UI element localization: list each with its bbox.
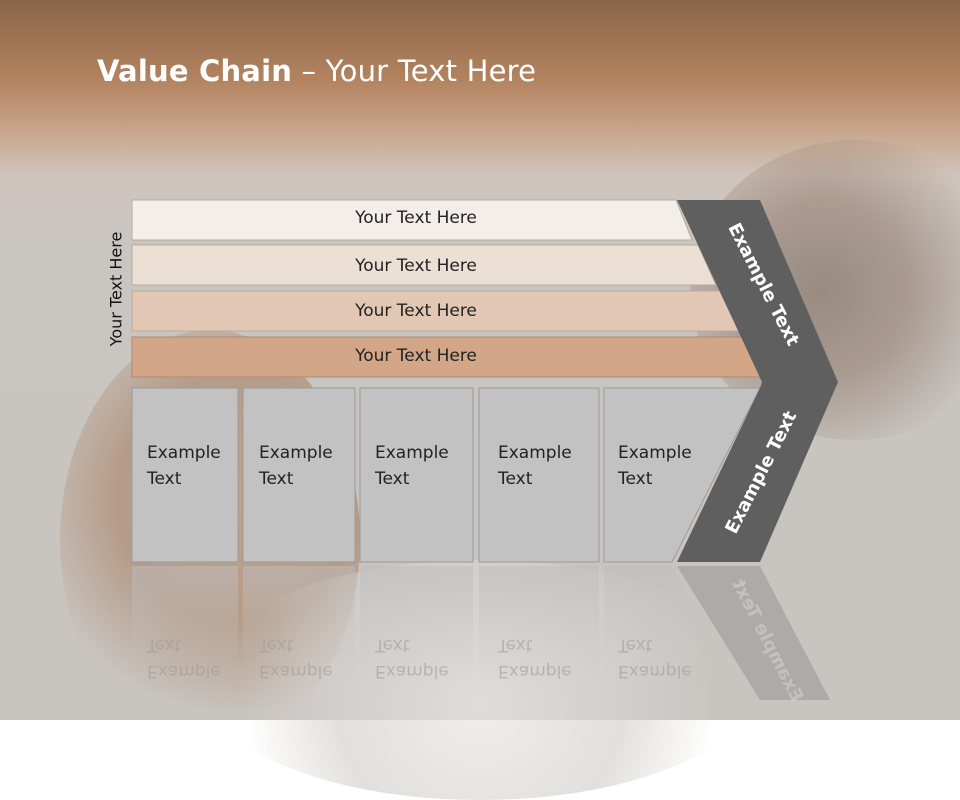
title-bold: Value Chain: [97, 54, 293, 88]
row-bar-2[interactable]: [131, 244, 717, 286]
reflection-line: Text: [147, 635, 182, 655]
activity-label-line: Text: [259, 469, 294, 489]
activity-box-3[interactable]: [359, 387, 474, 563]
activity-box-5[interactable]: [603, 387, 761, 563]
box-reflection: [243, 566, 355, 686]
reflection-line: Example: [498, 661, 572, 681]
reflection-line: Example: [259, 661, 333, 681]
activity-box-4[interactable]: [478, 387, 600, 563]
box-reflection: [132, 566, 238, 686]
margin-chevron[interactable]: [677, 200, 838, 562]
activity-box-2[interactable]: [242, 387, 356, 563]
activity-label-line: Example: [147, 443, 221, 463]
activity-label-line: Example: [618, 443, 692, 463]
activity-label-line: Text: [147, 469, 182, 489]
activity-label-3: Example Text: [375, 440, 449, 492]
activity-label-2: Example Text: [259, 440, 333, 492]
chevron-reflection: [677, 566, 830, 700]
activity-label-line: Text: [498, 469, 533, 489]
activity-label-reflection: Example Text: [259, 632, 333, 684]
reflection-line: Text: [375, 635, 410, 655]
activity-box-1[interactable]: [131, 387, 239, 563]
activity-label-4: Example Text: [498, 440, 572, 492]
reflection-line: Text: [259, 635, 294, 655]
reflection-line: Text: [618, 635, 653, 655]
activity-label-reflection: Example Text: [147, 632, 221, 684]
activity-label-reflection: Example Text: [618, 632, 692, 684]
row-label-1: Your Text Here: [355, 208, 477, 228]
activity-label-line: Text: [375, 469, 410, 489]
reflection-line: Text: [498, 635, 533, 655]
activity-label-line: Example: [375, 443, 449, 463]
activity-label-line: Example: [498, 443, 572, 463]
box-reflection: [479, 566, 599, 686]
row-bar-1[interactable]: [131, 199, 693, 241]
row-label-2: Your Text Here: [355, 256, 477, 276]
reflection-line: Example: [147, 661, 221, 681]
box-reflection: [604, 566, 720, 660]
row-label-4: Your Text Here: [355, 346, 477, 366]
activity-label-line: Example: [259, 443, 333, 463]
activity-label-reflection: Example Text: [375, 632, 449, 684]
activity-label-reflection: Example Text: [498, 632, 572, 684]
reflection-line: Example: [375, 661, 449, 681]
value-chain-diagram: [131, 199, 838, 700]
activity-label-5: Example Text: [618, 440, 692, 492]
box-reflection: [360, 566, 473, 686]
title-rest: – Your Text Here: [292, 54, 537, 88]
reflection-line: Example: [618, 661, 692, 681]
activity-label-line: Text: [618, 469, 653, 489]
row-label-3: Your Text Here: [355, 301, 477, 321]
activity-label-1: Example Text: [147, 440, 221, 492]
slide-title: Value Chain – Your Text Here: [97, 54, 536, 88]
